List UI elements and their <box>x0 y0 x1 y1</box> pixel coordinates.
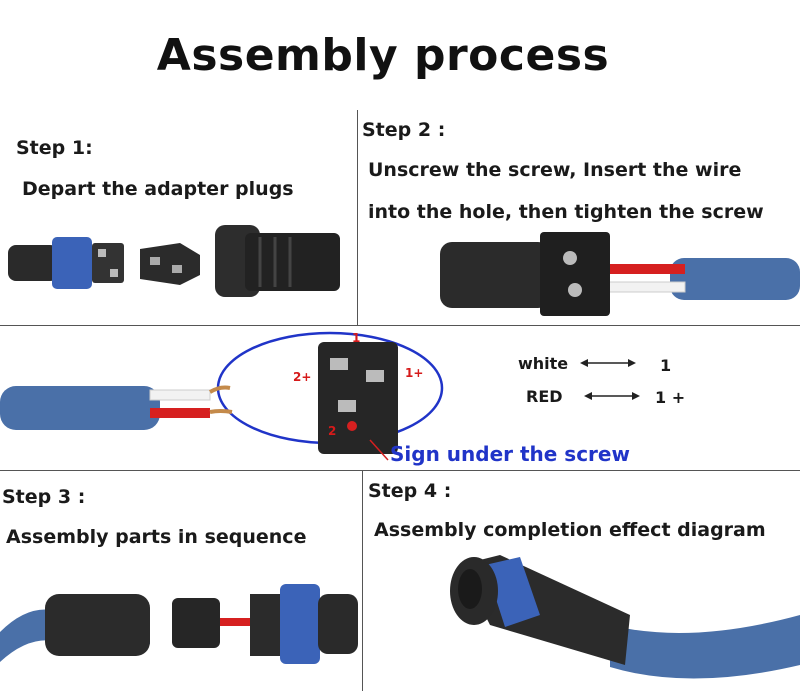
divider-vertical-bottom <box>362 470 363 691</box>
step1-text: Depart the adapter plugs <box>22 178 294 200</box>
divider-bottom <box>0 470 800 471</box>
step2-text-line2: into the hole, then tighten the screw <box>368 201 764 223</box>
pin-label-2plus: 2+ <box>293 370 312 384</box>
legend-wire-white: white <box>518 354 569 373</box>
pin-label-1plus: 1+ <box>405 366 424 380</box>
pin-label-1: 1 <box>352 331 361 345</box>
step4-completed-assembly-image <box>450 555 800 679</box>
legend-pin-1plus: 1 + <box>655 388 686 407</box>
step3-assembly-sequence-image <box>0 584 358 664</box>
step4-heading: Step 4 : <box>368 480 452 502</box>
step2-text-line1: Unscrew the screw, Insert the wire <box>368 159 742 181</box>
step4-text: Assembly completion effect diagram <box>374 519 766 541</box>
divider-vertical-top <box>357 110 358 325</box>
double-arrow-icon <box>584 392 640 400</box>
double-arrow-icon <box>580 359 636 367</box>
sign-under-screw-label: Sign under the screw <box>390 442 630 466</box>
divider-top <box>0 325 800 326</box>
step3-text: Assembly parts in sequence <box>6 526 307 548</box>
pin-label-2: 2 <box>328 424 337 438</box>
step2-heading: Step 2 : <box>362 119 446 141</box>
step1-connector-parts-image <box>8 225 340 297</box>
step1-heading: Step 1: <box>16 137 93 159</box>
page-title: Assembly process <box>156 30 610 81</box>
legend-wire-red: RED <box>526 387 563 406</box>
step2-wiring-image <box>440 232 800 316</box>
legend-pin-1: 1 <box>660 356 672 375</box>
step3-heading: Step 3 : <box>2 486 86 508</box>
wiring-diagram-image <box>0 331 444 461</box>
